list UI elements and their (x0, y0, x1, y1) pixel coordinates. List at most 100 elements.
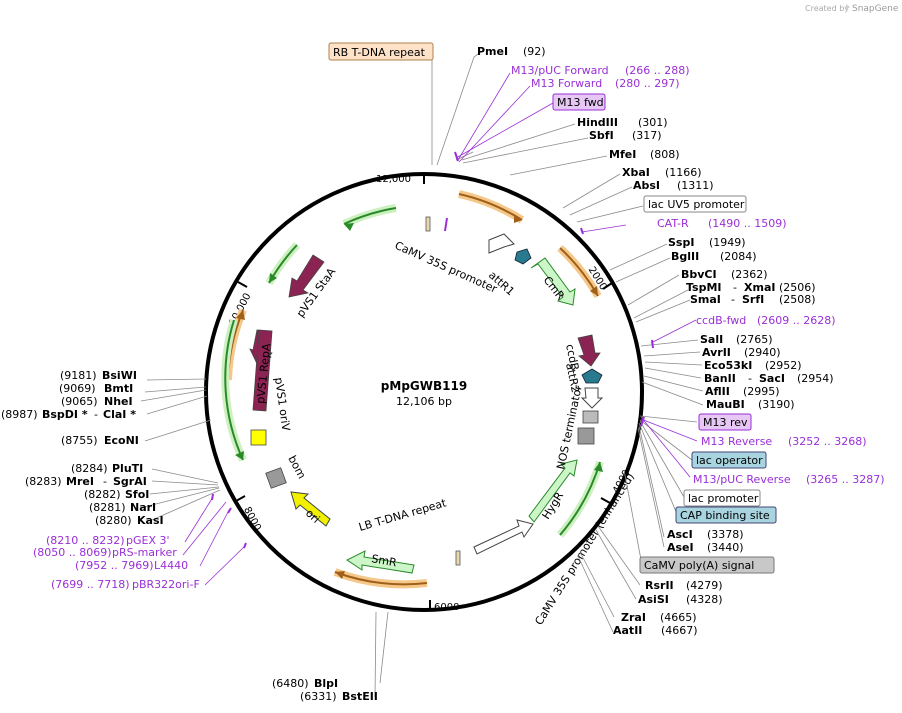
site-kasi[interactable]: (8280)KasI (95, 514, 164, 527)
svg-text:M13 Reverse: M13 Reverse (701, 435, 772, 448)
site-absi[interactable]: AbsI(1311) (633, 179, 714, 192)
site-blpi[interactable]: (6480)BlpI (272, 677, 338, 690)
svg-text:BanII: BanII (704, 372, 736, 385)
svg-text:(8283): (8283) (25, 475, 62, 488)
svg-text:AseI: AseI (667, 541, 694, 554)
lac-uv5-tag[interactable]: lac UV5 promoter (643, 195, 747, 213)
primer-cat-r[interactable]: CAT-R(1490 .. 1509) (657, 217, 787, 230)
lac-promoter-tag[interactable]: lac promoter (683, 489, 761, 507)
cap-site-tag[interactable]: CAP binding site (675, 506, 777, 524)
site-asei[interactable]: AseI (3440) (667, 541, 744, 554)
svg-text:(3440): (3440) (707, 541, 744, 554)
rb-tdna-marker (425, 216, 431, 232)
tick-label-8000: 8000 (241, 505, 263, 533)
camv-polya-tag[interactable]: CaMV poly(A) signal (639, 556, 775, 574)
primer-m13-puc-reverse[interactable]: M13/pUC Reverse(3265 .. 3287) (693, 473, 885, 486)
svg-text:(2954): (2954) (797, 372, 834, 385)
site-bsiwi[interactable]: (9181)BsiWI (60, 369, 137, 382)
site-nhei[interactable]: (9065)NheI (61, 395, 133, 408)
lb-tdna-marker (455, 550, 461, 566)
svg-text:(8755): (8755) (61, 434, 98, 447)
svg-text:AsiSI: AsiSI (638, 593, 669, 606)
site-econi[interactable]: (8755)EcoNI (61, 434, 139, 447)
primer-pgex3[interactable]: (8210 .. 8232)pGEX 3' (46, 534, 170, 547)
site-banii-saci[interactable]: BanII-SacI(2954) (704, 372, 834, 385)
svg-text:NheI: NheI (104, 395, 133, 408)
site-zrai[interactable]: ZraI(4665) (621, 611, 697, 624)
site-sfoi[interactable]: (8282)SfoI (84, 488, 149, 501)
site-bbvci[interactable]: BbvCI(2362) (681, 268, 768, 281)
svg-text:(1166): (1166) (665, 166, 702, 179)
site-bglii[interactable]: BglII(2084) (671, 250, 757, 263)
svg-text:CAT-R: CAT-R (657, 217, 689, 230)
svg-text:SspI: SspI (668, 236, 694, 249)
primer-prs-marker[interactable]: (8050 .. 8069)pRS-marker (33, 546, 177, 559)
svg-text:(4667): (4667) (661, 624, 698, 637)
site-mfei[interactable]: MfeI(808) (609, 148, 680, 161)
site-asci[interactable]: AscI(3378) (667, 528, 744, 541)
svg-text:CaMV poly(A) signal: CaMV poly(A) signal (644, 559, 754, 572)
site-pmei[interactable]: PmeI(92) (477, 45, 546, 58)
site-eco53ki[interactable]: Eco53kI(2952) (704, 359, 802, 372)
tick-8000 (235, 495, 246, 502)
site-sali[interactable]: SalI(2765) (700, 333, 773, 346)
site-maubi[interactable]: MauBI(3190) (706, 398, 795, 411)
site-hindiii[interactable]: HindIII(301) (577, 116, 668, 129)
svg-text:(2952): (2952) (765, 359, 802, 372)
site-aflii[interactable]: AflII(2995) (705, 385, 780, 398)
site-asisi[interactable]: AsiSI(4328) (638, 593, 723, 606)
svg-text:(2609 .. 2628): (2609 .. 2628) (757, 314, 836, 327)
svg-text:(280 .. 297): (280 .. 297) (615, 77, 680, 90)
svg-text:(8284): (8284) (71, 462, 108, 475)
site-bspdi-clai[interactable]: (8987)BspDI *-ClaI * (1, 408, 136, 421)
svg-text:-: - (733, 281, 737, 294)
site-smai-srfi[interactable]: SmaI-SrfI(2508) (690, 293, 816, 306)
svg-text:SfoI: SfoI (125, 488, 149, 501)
primer-m13-forward[interactable]: M13 Forward (280 .. 297) (531, 77, 680, 90)
svg-text:AvrII: AvrII (702, 346, 731, 359)
site-sbfi[interactable]: SbfI(317) (589, 129, 662, 142)
plasmid-size: 12,106 bp (396, 395, 452, 408)
svg-text:BsiWI: BsiWI (102, 369, 137, 382)
site-avrii[interactable]: AvrII(2940) (702, 346, 781, 359)
site-xbai[interactable]: XbaI(1166) (622, 166, 702, 179)
site-sspi[interactable]: SspI(1949) (668, 236, 746, 249)
svg-text:lac promoter: lac promoter (688, 492, 759, 505)
svg-text:AscI: AscI (667, 528, 693, 541)
bom-box (265, 467, 287, 489)
svg-text:pRS-marker: pRS-marker (112, 546, 177, 559)
primer-ccdb-fwd[interactable]: ccdB-fwd(2609 .. 2628) (696, 314, 836, 327)
ori-arrow (290, 491, 331, 527)
svg-text:M13 Forward: M13 Forward (531, 77, 602, 90)
tick-label-12000: 12,000 (376, 174, 411, 185)
primer-m13-reverse[interactable]: M13 Reverse(3252 .. 3268) (701, 435, 867, 448)
svg-text:RsrII: RsrII (645, 579, 674, 592)
site-nari[interactable]: (8281)NarI (89, 501, 156, 514)
primer-pbr322ori-f[interactable]: (7699 .. 7718)pBR322ori-F (51, 578, 200, 591)
camv35s-top-arrow (488, 233, 515, 254)
primer-l4440[interactable]: (7952 .. 7969)L4440 (75, 559, 188, 572)
site-rsrii[interactable]: RsrII(4279) (645, 579, 723, 592)
leader-lines (139, 53, 704, 698)
site-bsteii[interactable]: (6331)BstEII (300, 690, 378, 703)
svg-text:(2508): (2508) (779, 293, 816, 306)
m13-rev-tag[interactable]: M13 rev (698, 413, 752, 431)
svg-text:HindIII: HindIII (577, 116, 618, 129)
lac-operator-tag[interactable]: lac operator (691, 451, 767, 469)
svg-text:-: - (103, 475, 107, 488)
primer-m13-puc-forward[interactable]: M13/pUC Forward(266 .. 288) (511, 64, 690, 77)
site-tspmi-xmai[interactable]: TspMI-XmaI(2506) (686, 281, 816, 294)
svg-text:(8280): (8280) (95, 514, 132, 527)
rb-tdna-tag[interactable]: RB T-DNA repeat (328, 42, 434, 61)
svg-text:SgrAI: SgrAI (113, 475, 147, 488)
m13-fwd-tag[interactable]: M13 fwd (552, 93, 606, 111)
tick-2000 (602, 282, 613, 290)
svg-text:AatII: AatII (613, 624, 642, 637)
site-mrei-sgrai[interactable]: (8283)MreI-SgrAI (25, 475, 147, 488)
site-pluti[interactable]: (8284)PluTI (71, 462, 143, 475)
site-aatii[interactable]: AatII (4667) (613, 624, 698, 637)
svg-text:(2362): (2362) (731, 268, 768, 281)
label-nos: NOS terminator (554, 384, 585, 471)
attr1-shape (514, 248, 532, 265)
site-bmti[interactable]: (9069)BmtI (59, 382, 133, 395)
